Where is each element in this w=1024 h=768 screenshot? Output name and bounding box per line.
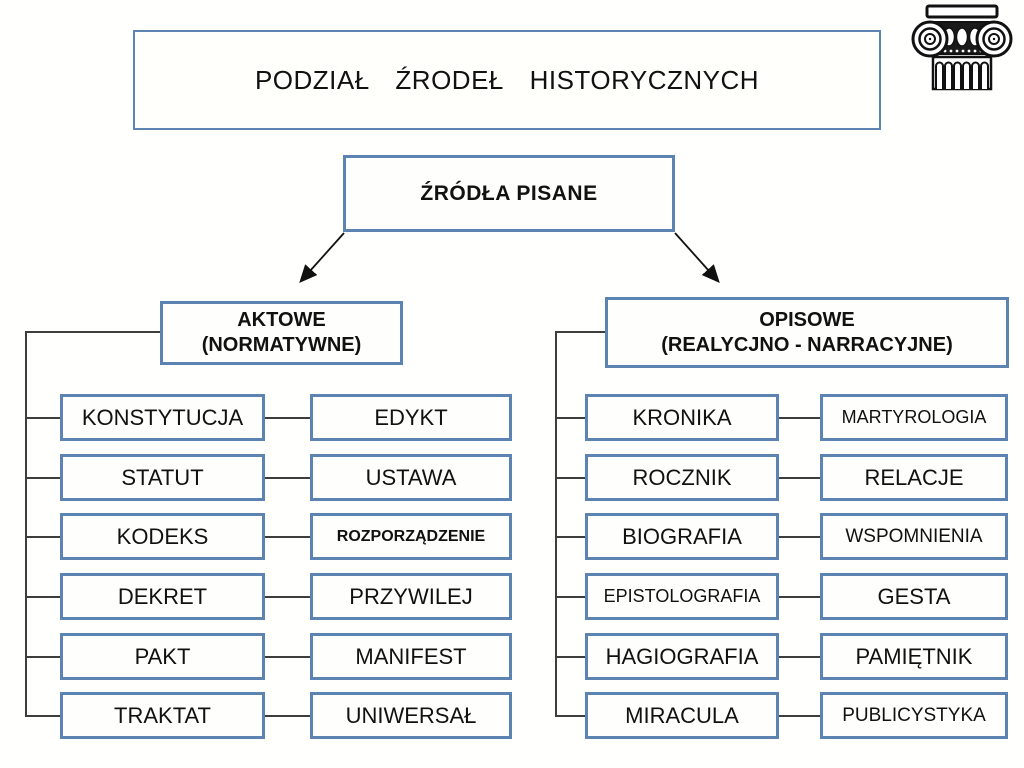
connector-line [265,536,310,538]
ionic-column-icon [911,4,1013,91]
node-manifest: MANIFEST [310,633,512,680]
node-label: MIRACULA [625,702,739,728]
root-box-zrodla-pisane: ŹRÓDŁA PISANE [343,155,675,232]
connector-line [555,656,585,658]
node-label: WSPOMNIENIA [845,525,983,547]
node-relacje: RELACJE [820,454,1008,501]
node-label: PUBLICYSTYKA [842,704,986,726]
arrow-to-opisowe [674,232,720,284]
group-header-label: AKTOWE (NORMATYWNE) [202,308,362,358]
node-rocznik: ROCZNIK [585,454,779,501]
node-label: PAMIĘTNIK [855,643,973,669]
connector-line [555,331,605,333]
node-gesta: GESTA [820,573,1008,620]
node-biografia: BIOGRAFIA [585,513,779,560]
node-konstytucja: KONSTYTUCJA [60,394,265,441]
node-publicystyka: PUBLICYSTYKA [820,692,1008,739]
node-label: KRONIKA [632,404,732,430]
connector-line [779,417,820,419]
node-statut: STATUT [60,454,265,501]
node-pamietnik: PAMIĘTNIK [820,633,1008,680]
connector-line [265,715,310,717]
connector-line [25,331,27,717]
connector-line [555,417,585,419]
node-rozporzadzenie: ROZPORZĄDZENIE [310,513,512,560]
node-przywilej: PRZYWILEJ [310,573,512,620]
connector-line [779,715,820,717]
header-line2: (NORMATYWNE) [201,334,362,356]
node-pakt: PAKT [60,633,265,680]
connector-line [265,596,310,598]
node-kodeks: KODEKS [60,513,265,560]
node-label: MARTYROLOGIA [841,407,987,427]
node-label: ROZPORZĄDZENIE [336,527,486,545]
node-label: EPISTOLOGRAFIA [603,586,761,606]
node-wspomnienia: WSPOMNIENIA [820,513,1008,560]
header-line1: AKTOWE [237,309,326,331]
node-label: KODEKS [116,523,209,549]
node-martyrologia: MARTYROLOGIA [820,394,1008,441]
connector-line [25,417,60,419]
connector-line [779,656,820,658]
page-title: PODZIAŁ ŹRODEŁ HISTORYCZNYCH [254,64,760,95]
connector-line [555,331,557,717]
connector-line [25,536,60,538]
group-header-label: OPISOWE (REALYCJNO - NARRACYJNE) [661,308,953,358]
node-label: KONSTYTUCJA [81,404,244,430]
connector-line [25,331,160,333]
connector-line [25,477,60,479]
node-label: DEKRET [117,583,208,609]
node-ustawa: USTAWA [310,454,512,501]
connector-line [555,477,585,479]
node-label: UNIWERSAŁ [345,702,477,728]
connector-line [25,596,60,598]
node-label: STATUT [121,464,204,490]
connector-line [25,656,60,658]
node-dekret: DEKRET [60,573,265,620]
arrow-to-aktowe [299,232,345,284]
node-edykt: EDYKT [310,394,512,441]
connector-line [779,536,820,538]
connector-line [555,536,585,538]
connector-line [265,477,310,479]
connector-line [25,715,60,717]
root-label: ŹRÓDŁA PISANE [420,181,598,205]
node-miracula: MIRACULA [585,692,779,739]
node-label: ROCZNIK [632,464,732,490]
title-box: PODZIAŁ ŹRODEŁ HISTORYCZNYCH [133,30,881,130]
connector-line [265,417,310,419]
header-line2: (REALYCJNO - NARRACYJNE) [661,333,953,356]
node-label: MANIFEST [355,643,467,669]
node-kronika: KRONIKA [585,394,779,441]
connector-line [779,596,820,598]
node-label: TRAKTAT [114,702,211,728]
header-line1: OPISOWE [759,308,855,331]
connector-line [555,715,585,717]
node-traktat: TRAKTAT [60,692,265,739]
connector-line [555,596,585,598]
group-header-aktowe: AKTOWE (NORMATYWNE) [160,301,403,365]
node-label: HAGIOGRAFIA [605,643,759,669]
node-label: BIOGRAFIA [622,523,742,549]
group-header-opisowe: OPISOWE (REALYCJNO - NARRACYJNE) [605,297,1009,368]
node-label: GESTA [877,583,951,609]
node-label: USTAWA [365,464,457,490]
node-uniwersal: UNIWERSAŁ [310,692,512,739]
connector-line [779,477,820,479]
node-label: PAKT [134,643,191,669]
node-label: PRZYWILEJ [349,583,473,609]
node-label: RELACJE [864,464,964,490]
node-hagiografia: HAGIOGRAFIA [585,633,779,680]
node-epistolografia: EPISTOLOGRAFIA [585,573,779,620]
connector-line [265,656,310,658]
node-label: EDYKT [374,404,448,430]
